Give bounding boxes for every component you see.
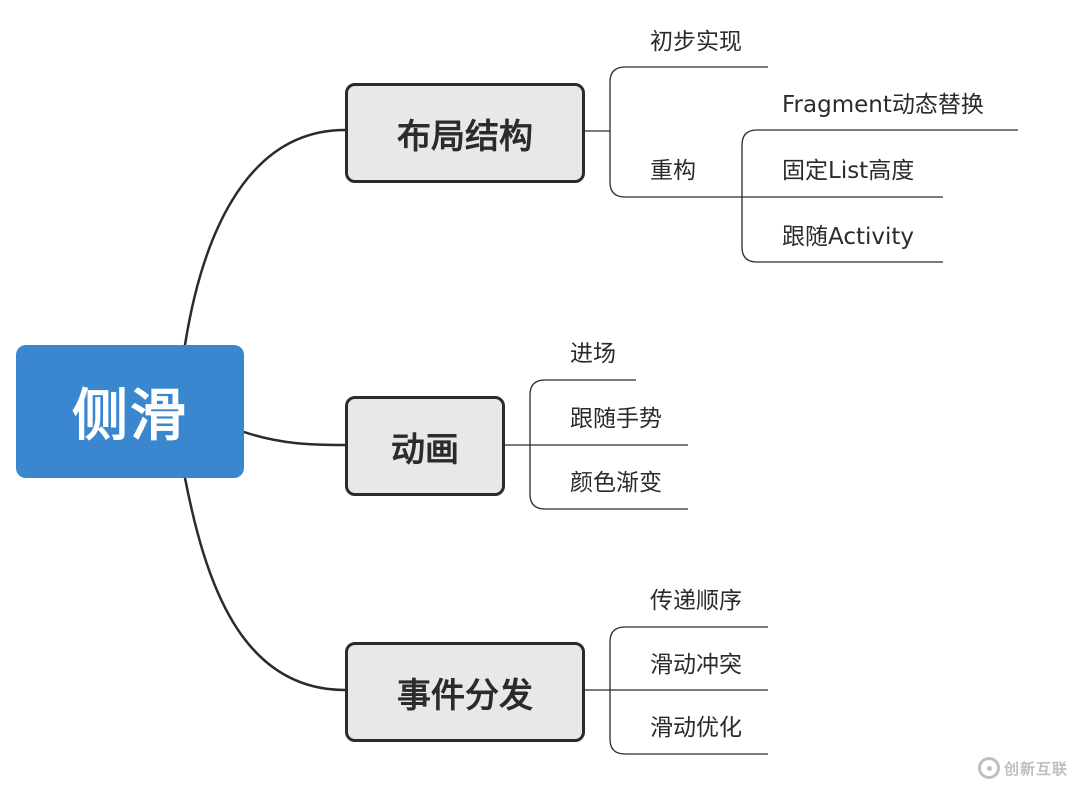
leaf-node[interactable]: 跟随Activity (782, 224, 915, 250)
connector-root-branch-2 (183, 476, 347, 692)
leaf-node[interactable]: 滑动冲突 (650, 652, 742, 678)
leaf-node[interactable]: 固定List高度 (782, 158, 915, 184)
bracket-sub-0-1 (741, 129, 758, 263)
branch-label: 布局结构 (397, 116, 533, 157)
bracket-branch-0 (585, 66, 626, 198)
leaf-node[interactable]: 重构 (650, 158, 696, 184)
branch-node-animation[interactable]: 动画 (345, 396, 505, 496)
branch-node-event-dispatch[interactable]: 事件分发 (345, 642, 585, 742)
leaf-node[interactable]: 传递顺序 (650, 588, 742, 614)
connector-root-branch-0 (183, 128, 347, 347)
leaf-node[interactable]: 跟随手势 (570, 406, 662, 432)
leaf-node[interactable]: 滑动优化 (650, 715, 742, 741)
root-label: 侧滑 (72, 384, 188, 449)
watermark: 创新互联 (978, 748, 1074, 788)
branch-label: 事件分发 (397, 675, 533, 716)
leaf-node[interactable]: 初步实现 (650, 29, 742, 55)
connector-root-branch-1 (242, 430, 347, 447)
leaf-node[interactable]: 进场 (570, 341, 616, 367)
branch-node-layout[interactable]: 布局结构 (345, 83, 585, 183)
leaf-node[interactable]: Fragment动态替换 (782, 92, 984, 118)
branch-label: 动画 (391, 429, 459, 470)
watermark-text: 创新互联 (1004, 759, 1069, 778)
root-node[interactable]: 侧滑 (16, 345, 244, 478)
logo-icon (978, 757, 1000, 779)
leaf-node[interactable]: 颜色渐变 (570, 470, 662, 496)
